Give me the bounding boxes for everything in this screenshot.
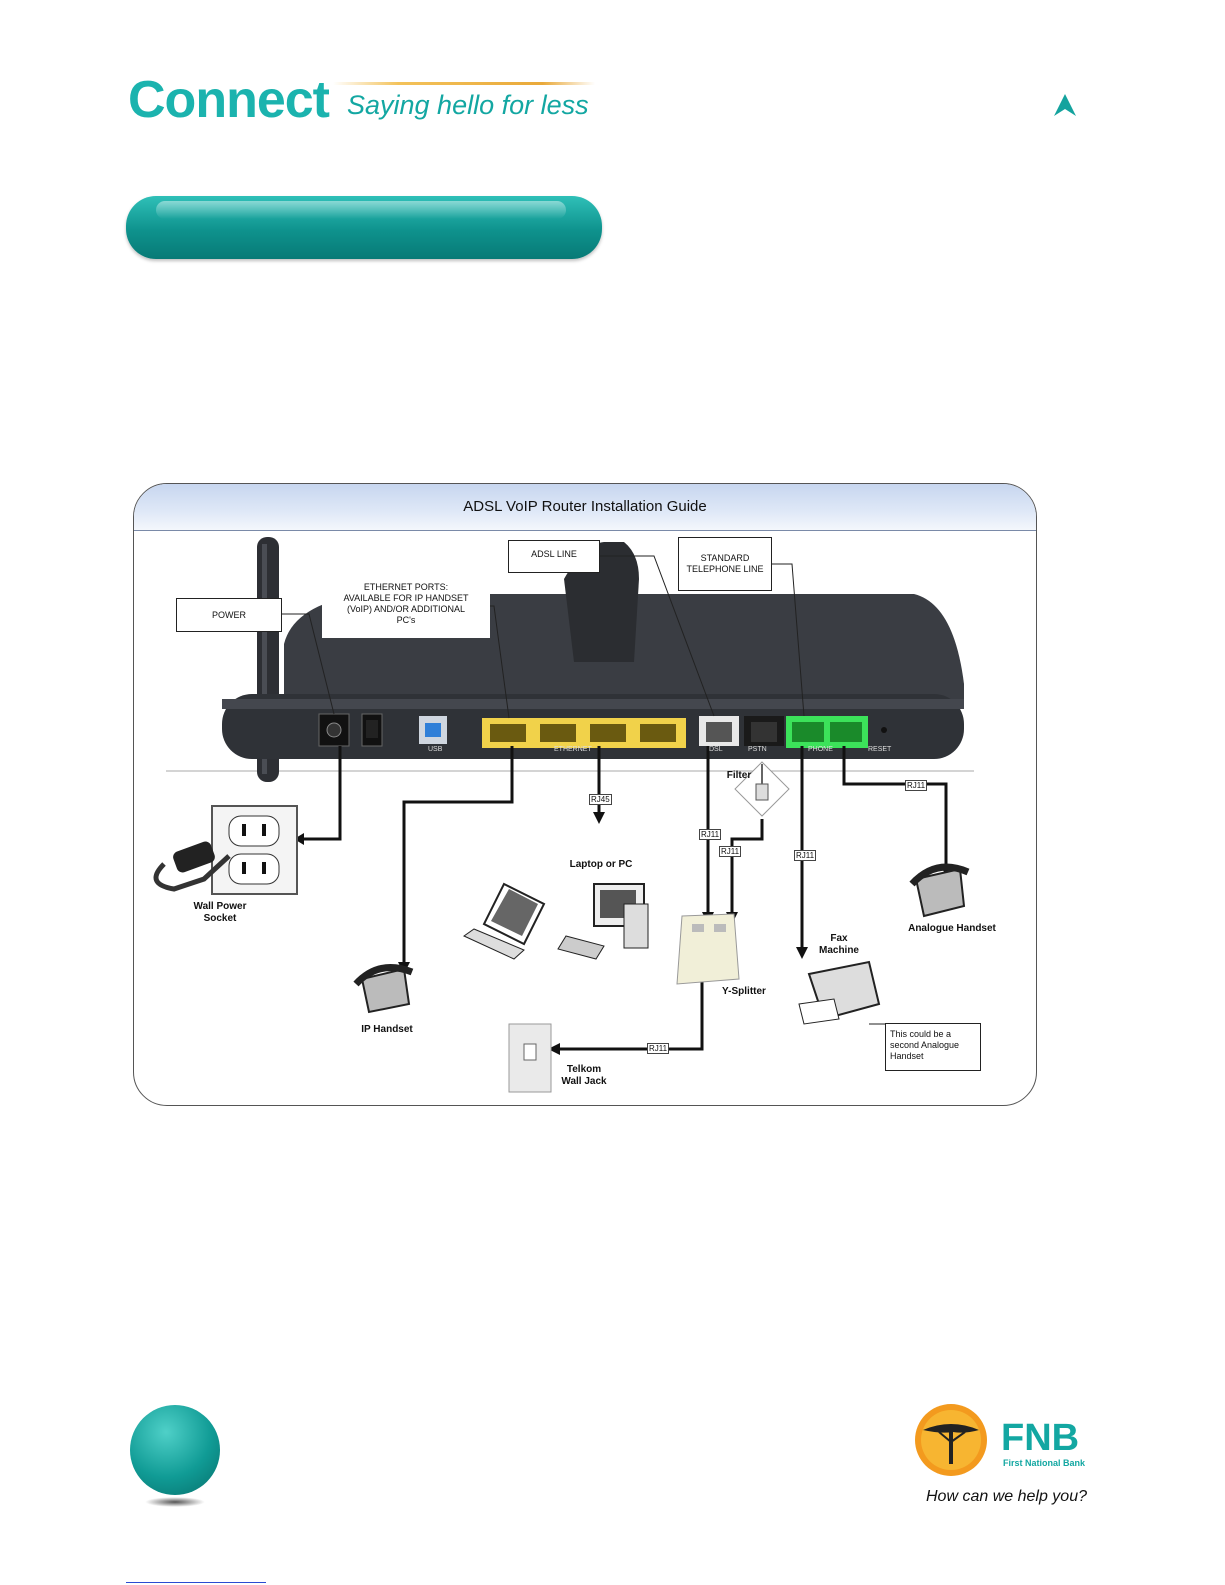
callout-ethernet-line-3: (VoIP) AND/OR ADDITIONAL <box>346 604 466 614</box>
callout-fax-note-line-1: This could be a <box>890 1029 952 1039</box>
cable-label-rj11-wall: RJ11 <box>647 1043 670 1054</box>
label-telkom-line-2: Wall Jack <box>561 1076 607 1087</box>
callout-ethernet-ports: ETHERNET PORTS: AVAILABLE FOR IP HANDSET… <box>322 574 490 638</box>
port-label-dsl: DSL <box>709 746 723 753</box>
callout-fax-note-line-2: second Analogue <box>890 1040 960 1050</box>
label-filter: Filter <box>726 770 752 781</box>
label-fax-line-1: Fax <box>830 933 848 944</box>
port-label-phone: PHONE <box>808 746 833 753</box>
label-laptop-or-pc: Laptop or PC <box>569 859 633 870</box>
section-header-bar <box>126 196 602 259</box>
port-label-pstn: PSTN <box>748 746 767 753</box>
callout-ethernet-line-2: AVAILABLE FOR IP HANDSET <box>343 593 469 603</box>
analogue-handset-graphic <box>909 863 970 918</box>
cable-label-rj11-dsl: RJ11 <box>699 829 722 840</box>
filter-graphic <box>734 761 790 817</box>
label-telkom-wall-jack: Telkom Wall Jack <box>554 1064 614 1088</box>
diagram-title: ADSL VoIP Router Installation Guide <box>463 498 707 515</box>
diagram-drawing <box>153 537 974 1093</box>
callout-standard-line-2: TELEPHONE LINE <box>686 564 764 574</box>
cable-label-rj11-fax: RJ11 <box>794 850 817 861</box>
callout-ethernet-line-1: ETHERNET PORTS: <box>363 582 449 592</box>
port-label-ethernet: ETHERNET <box>554 746 592 753</box>
port-label-reset: RESET <box>868 746 892 753</box>
callout-power: POWER <box>176 598 282 632</box>
label-analogue-handset: Analogue Handset <box>908 923 996 934</box>
brand-connect: Connect <box>128 71 330 129</box>
y-splitter-graphic <box>676 913 740 985</box>
callout-adsl-line: ADSL LINE <box>508 540 600 573</box>
cable-label-rj11-filter: RJ11 <box>719 846 742 857</box>
page-marker-circle <box>130 1405 220 1495</box>
label-wall-power-line-1: Wall Power <box>193 901 247 912</box>
brand-divider <box>333 82 595 85</box>
diagram-header: ADSL VoIP Router Installation Guide <box>134 484 1036 531</box>
cable-label-rj45: RJ45 <box>589 794 612 805</box>
fnb-logo-subtext: First National Bank <box>1003 1458 1086 1468</box>
page-marker-shadow <box>145 1497 205 1507</box>
callout-standard-line-1: STANDARD <box>700 553 750 563</box>
cable-label-rj11-analogue: RJ11 <box>905 780 928 791</box>
port-label-usb: USB <box>428 746 443 753</box>
laptop-graphic <box>462 882 546 960</box>
label-wall-power-line-2: Socket <box>203 913 237 924</box>
callout-power-text: POWER <box>211 610 246 620</box>
fnb-logo-text: FNB <box>1001 1417 1079 1459</box>
label-fax-machine: Fax Machine <box>809 933 869 957</box>
label-wall-power-socket: Wall Power Socket <box>180 901 260 925</box>
fnb-slogan: How can we help you? <box>926 1488 1087 1505</box>
footer-link-underline[interactable] <box>126 1582 266 1583</box>
telkom-wall-jack-graphic <box>508 1023 552 1093</box>
arrow-up-icon[interactable] <box>1052 92 1078 118</box>
fax-machine-graphic <box>798 960 886 1025</box>
callout-adsl-line-text: ADSL LINE <box>531 549 577 559</box>
ip-handset-graphic <box>353 964 414 1014</box>
installation-diagram: ADSL VoIP Router Installation Guide <box>133 483 1037 1106</box>
callout-fax-note: This could be a second Analogue Handset <box>885 1023 981 1071</box>
label-ip-handset: IP Handset <box>361 1024 413 1035</box>
label-fax-line-2: Machine <box>818 945 859 956</box>
fnb-logo: FNB First National Bank <box>915 1404 1086 1476</box>
callout-standard-telephone-line: STANDARD TELEPHONE LINE <box>678 537 772 591</box>
desktop-pc-graphic <box>557 883 649 960</box>
wall-power-socket-graphic <box>153 805 298 895</box>
brand-tagline: Saying hello for less <box>347 90 589 120</box>
callout-fax-note-line-3: Handset <box>890 1051 924 1061</box>
label-y-splitter: Y-Splitter <box>722 986 766 997</box>
callout-ethernet-line-4: PC's <box>396 615 416 625</box>
label-telkom-line-1: Telkom <box>566 1064 602 1075</box>
